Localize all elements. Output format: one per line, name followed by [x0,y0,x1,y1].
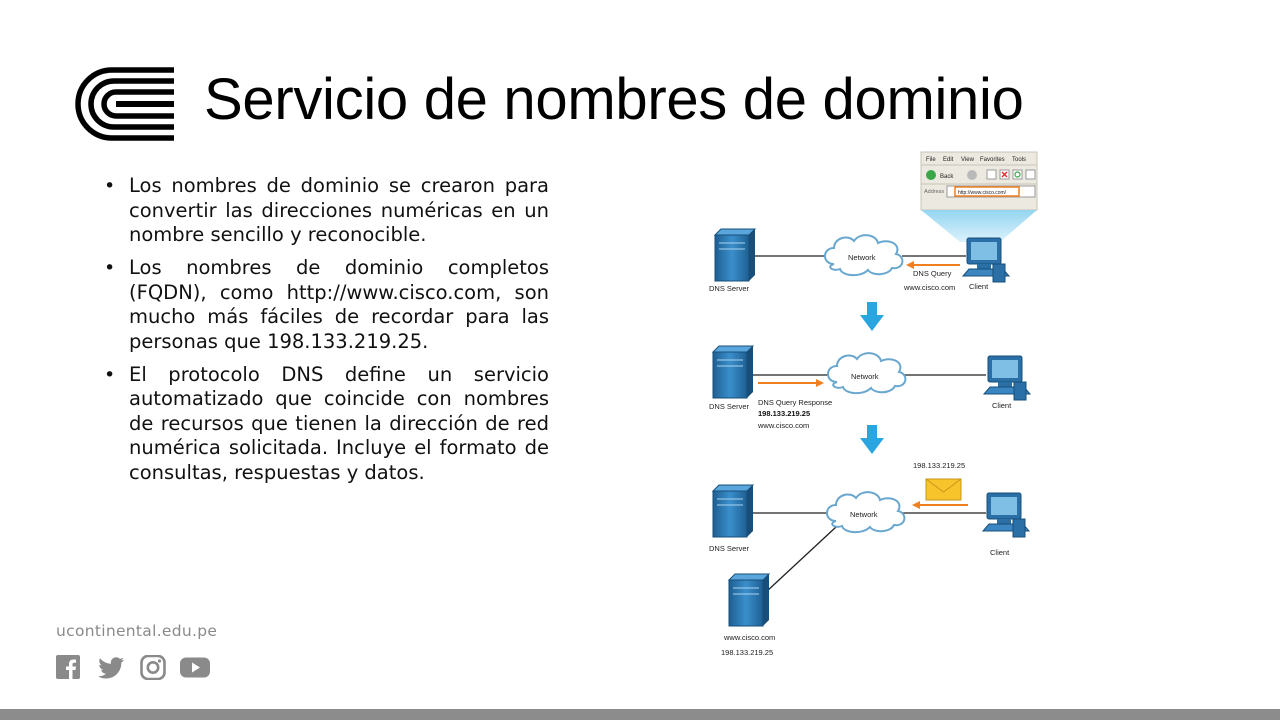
bullet-glyph: • [104,175,116,197]
address-label: Address [924,189,944,195]
request-arrow-icon [912,501,920,509]
bullet-glyph: • [104,363,116,386]
bullet-item: • El protocolo DNS define un servicio aut… [104,363,549,486]
dns-query-domain: www.cisco.com [903,283,955,292]
bullet-text: Los nombres de dominio se crearon para c… [129,174,549,246]
dns-response-label: DNS Query Response [758,398,832,407]
social-links [56,655,210,680]
dns-server-icon [712,484,754,538]
step-arrow-down-icon [860,425,884,454]
bullet-glyph: • [104,257,116,279]
query-arrow-icon [906,261,914,269]
client-label: Client [969,282,989,291]
network-label: Network [848,253,876,262]
step1: Network DNS Server Client DNS Query www.… [709,228,1010,293]
packet-ip-label: 198.133.219.25 [913,461,965,470]
dns-response-domain: www.cisco.com [757,421,809,430]
dns-server-icon [714,228,756,282]
step3: Network DNS Server Client 198.133.219.25… [709,461,1030,657]
home-icon [1025,169,1036,180]
dns-query-label: DNS Query [913,269,952,278]
menu-tools: Tools [1012,157,1026,163]
menu-favorites: Favorites [980,157,1005,163]
logo-icon [75,67,174,141]
back-icon [926,170,936,180]
refresh-icon [1012,169,1023,180]
client-computer-icon [983,355,1031,401]
network-label: Network [850,510,878,519]
url-highlight [954,186,1020,197]
twitter-icon[interactable] [96,655,126,680]
dns-server-label: DNS Server [709,402,750,411]
web-server-icon [728,573,770,627]
youtube-icon[interactable] [180,655,210,680]
network-label: Network [851,372,879,381]
back-label: Back [940,174,954,180]
page-title: Servicio de nombres de dominio [204,67,1024,132]
step-arrow-down-icon [860,302,884,331]
website-link[interactable]: ucontinental.edu.pe [56,622,218,640]
dns-server-label: DNS Server [709,284,750,293]
bullet-item: • Los nombres de dominio completos (FQDN)… [104,256,549,354]
web-server-domain: www.cisco.com [723,633,775,642]
response-arrow-icon [816,379,824,387]
facebook-icon[interactable] [56,655,82,680]
menu-edit: Edit [943,157,954,163]
client-computer-icon [962,237,1010,283]
bullet-item: • Los nombres de dominio se crearon para … [104,174,549,248]
menu-file: File [926,157,936,163]
bullet-list: • Los nombres de dominio se crearon para … [104,174,549,494]
client-label: Client [992,401,1012,410]
bullet-text: El protocolo DNS define un servicio auto… [129,362,549,484]
instagram-icon[interactable] [140,655,166,680]
forward-icon [967,170,977,180]
menu-view: View [961,157,975,163]
web-server-ip: 198.133.219.25 [721,648,773,657]
browser-window: File Edit View Favorites Tools Back Addr… [920,151,1038,211]
bullet-text: Los nombres de dominio completos (FQDN),… [129,256,549,353]
client-label: Client [990,548,1010,557]
url-text: http://www.cisco.com/ [958,190,1007,196]
dns-response-ip: 198.133.219.25 [758,409,810,418]
dns-server-label: DNS Server [709,544,750,553]
envelope-icon [925,478,962,501]
client-computer-icon [982,492,1030,538]
dns-server-icon [712,345,754,399]
step2: Network DNS Server Client DNS Query Resp… [709,345,1031,430]
document-icon [986,169,997,180]
bottom-bar [0,709,1280,720]
